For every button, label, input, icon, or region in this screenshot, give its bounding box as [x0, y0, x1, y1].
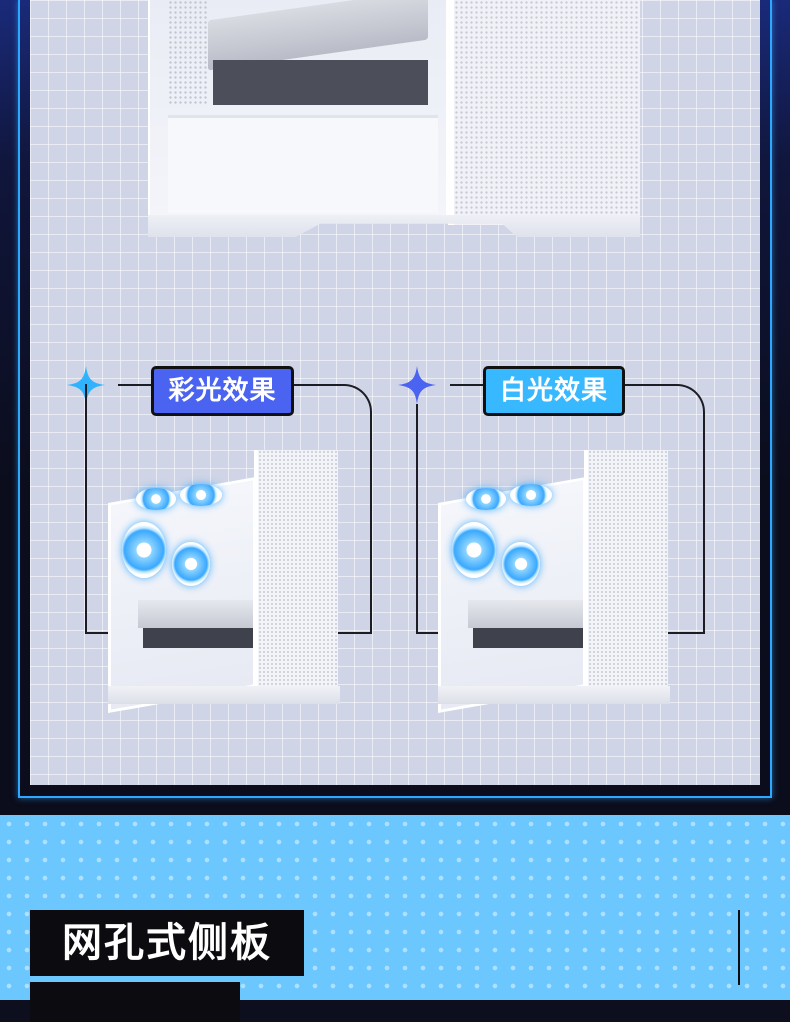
psu-shroud — [168, 115, 438, 213]
case-side-panel — [108, 476, 256, 714]
motherboard — [143, 628, 253, 648]
pc-case-main-image — [148, 0, 640, 245]
fan — [452, 522, 496, 578]
case-base — [108, 686, 340, 704]
frame-border — [18, 0, 772, 798]
feature-subtitle — [30, 982, 240, 1022]
case-front-mesh — [448, 0, 640, 225]
color-light-label: 彩光效果 — [151, 366, 294, 416]
connector-line — [416, 404, 446, 634]
case-front-mesh — [584, 450, 668, 700]
graphics-card — [138, 600, 253, 628]
fan — [510, 484, 552, 506]
case-front-mesh — [254, 450, 338, 700]
case-side-mesh — [168, 0, 208, 105]
pc-case-white-light-image — [438, 450, 670, 714]
fan — [136, 488, 176, 510]
feature-title: 网孔式侧板 — [30, 910, 304, 976]
fan — [466, 488, 506, 510]
connector-line — [450, 384, 483, 386]
fan — [172, 542, 210, 586]
case-base — [438, 686, 670, 704]
connector-line — [118, 384, 151, 386]
case-side-panel — [438, 476, 586, 714]
divider — [738, 910, 740, 985]
white-light-label: 白光效果 — [483, 366, 625, 416]
fan — [180, 484, 222, 506]
motherboard — [213, 60, 428, 105]
graphics-card — [468, 600, 583, 628]
fan — [122, 522, 166, 578]
sparkle-icon — [398, 366, 436, 404]
case-feet — [148, 215, 640, 237]
pc-case-color-light-image — [108, 450, 340, 714]
motherboard — [473, 628, 583, 648]
fan — [502, 542, 540, 586]
